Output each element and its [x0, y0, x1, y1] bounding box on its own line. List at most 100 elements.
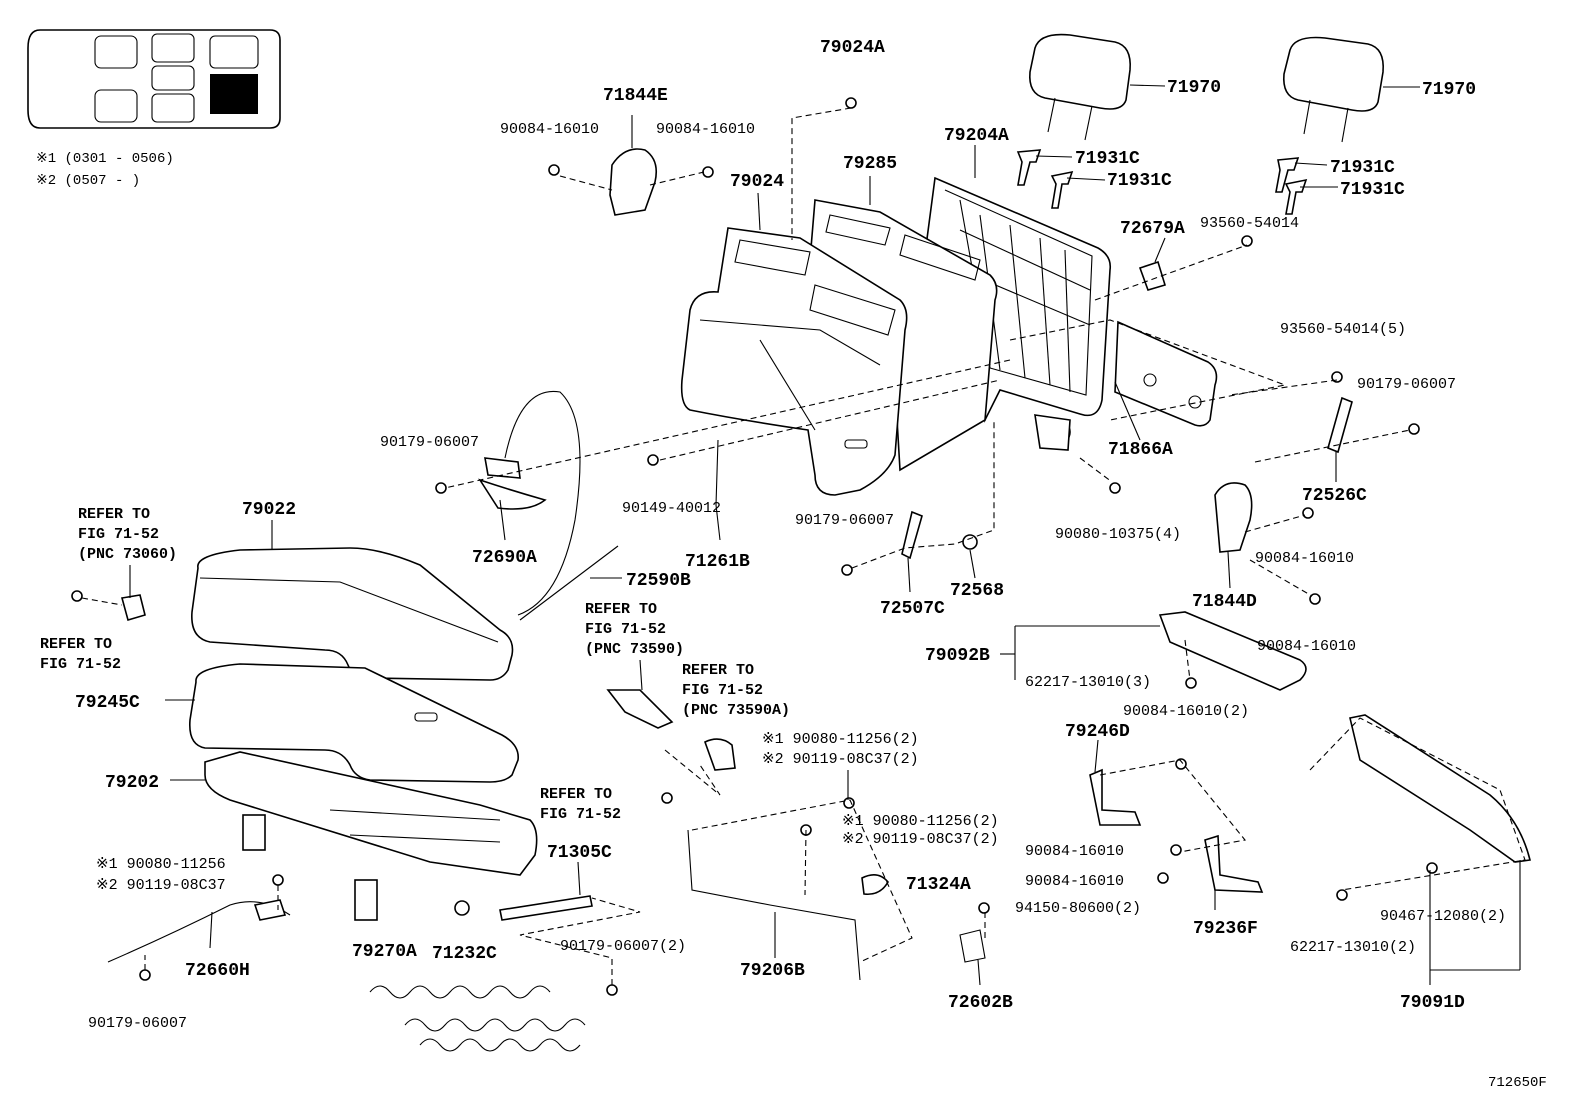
part-label: 94150-80600(2)	[1015, 900, 1141, 917]
part-label: 79024A	[820, 38, 885, 58]
part-label: 90179-06007(2)	[560, 938, 686, 955]
seat-spring	[404, 1018, 586, 1032]
part-label: 79245C	[75, 693, 140, 713]
ref-note: REFER TO	[540, 786, 612, 803]
part-label: 90084-16010	[1025, 843, 1124, 860]
part-label: 90179-06007	[795, 512, 894, 529]
part-label: 79206B	[740, 961, 805, 981]
lock-striker	[1138, 260, 1167, 291]
part-label: 79236F	[1193, 919, 1258, 939]
part-label: 79024	[730, 172, 784, 192]
part-label: 79270A	[352, 942, 417, 962]
part-label: 72602B	[948, 993, 1013, 1013]
part-label: 93560-54014	[1200, 215, 1299, 232]
part-label: 90084-16010	[1025, 873, 1124, 890]
part-label: ※1 90080-11256(2)	[842, 813, 999, 830]
part-label: 71844D	[1192, 592, 1257, 612]
part-label: 71931C	[1075, 149, 1140, 169]
rod	[901, 510, 923, 560]
part-label: 71844E	[603, 86, 668, 106]
headrest-right	[1282, 36, 1385, 143]
selected-seat-highlight	[210, 74, 258, 114]
side-trim-79092B	[1158, 611, 1307, 691]
headrest-guide	[1275, 157, 1300, 193]
hinge-cover-left	[609, 148, 658, 216]
ref-note: FIG 71-52	[585, 621, 666, 638]
vehicle-locator-inset	[27, 29, 281, 129]
ref-note: FIG 71-52	[682, 682, 763, 699]
part-label: 79246D	[1065, 722, 1130, 742]
clip-71324A	[861, 874, 889, 896]
part-label: 90084-16010	[500, 121, 599, 138]
legend-note-1: ※1 (0301 - 0506)	[36, 151, 174, 167]
ref-note: FIG 71-52	[40, 656, 121, 673]
part-label: 90080-10375(4)	[1055, 526, 1181, 543]
ref-note: REFER TO	[40, 636, 112, 653]
headrest-guide	[1284, 178, 1308, 215]
part-label: 71232C	[432, 944, 497, 964]
assembly-lines	[81, 107, 1526, 985]
part-label: 71324A	[906, 875, 971, 895]
headrest-left	[1028, 33, 1132, 141]
part-label: 71261B	[685, 552, 750, 572]
part-label: 72526C	[1302, 486, 1367, 506]
part-label: 90179-06007	[380, 434, 479, 451]
part-label: 71931C	[1107, 171, 1172, 191]
part-label: 79204A	[944, 126, 1009, 146]
part-label: 90084-16010(2)	[1123, 703, 1249, 720]
bracket-72602B	[959, 929, 986, 963]
seat-cushion	[191, 547, 514, 681]
part-label: 90084-16010	[656, 121, 755, 138]
seatbelt-buckle	[606, 689, 674, 729]
part-label: 71305C	[547, 843, 612, 863]
part-label: 71970	[1167, 78, 1221, 98]
ref-note: REFER TO	[585, 601, 657, 618]
part-label: 71866A	[1108, 440, 1173, 460]
seatbelt-anchor	[704, 738, 736, 771]
ref-note: (PNC 73590A)	[682, 702, 790, 719]
part-label: ※2 90119-08C37(2)	[762, 751, 919, 768]
part-label: 93560-54014(5)	[1280, 321, 1406, 338]
part-label: ※2 90119-08C37(2)	[842, 831, 999, 848]
part-label: 79202	[105, 773, 159, 793]
part-label: 90179-06007	[1357, 376, 1456, 393]
seat-spring	[369, 985, 551, 999]
gas-strut	[499, 895, 593, 921]
ref-note: REFER TO	[78, 506, 150, 523]
headrest-guide	[1050, 170, 1074, 209]
side-trim-79091D	[1349, 714, 1531, 863]
part-labels: 79024A 71844E 90084-16010 90084-16010 71…	[75, 38, 1506, 1032]
part-label: 90084-16010	[1255, 550, 1354, 567]
bushing	[454, 900, 470, 916]
leader-lines	[129, 84, 1521, 986]
bracket-79236F	[1204, 834, 1264, 893]
part-label: 79285	[843, 154, 897, 174]
ref-note: (PNC 73060)	[78, 546, 177, 563]
washer	[962, 534, 978, 550]
part-label: 62217-13010(2)	[1290, 939, 1416, 956]
part-label: 79022	[242, 500, 296, 520]
part-label: 72568	[950, 581, 1004, 601]
ref-note: (PNC 73590)	[585, 641, 684, 658]
seat-cushion-pad	[188, 663, 519, 783]
part-label: ※1 90080-11256(2)	[762, 731, 919, 748]
seatback-cover-front	[680, 227, 908, 496]
part-label: 71970	[1422, 80, 1476, 100]
seat-spring	[419, 1038, 581, 1052]
part-label: 71931C	[1340, 180, 1405, 200]
part-label: 72660H	[185, 961, 250, 981]
part-label: 90179-06007	[88, 1015, 187, 1032]
part-label: ※1 90080-11256	[96, 856, 226, 873]
ref-note: FIG 71-52	[78, 526, 159, 543]
release-cable	[504, 390, 581, 616]
part-label: 72590B	[626, 571, 691, 591]
headrest-guide	[1016, 149, 1042, 186]
ref-note: FIG 71-52	[540, 806, 621, 823]
part-label: 79091D	[1400, 993, 1465, 1013]
part-label: ※2 90119-08C37	[96, 877, 226, 894]
part-label: 62217-13010(3)	[1025, 674, 1151, 691]
part-label: 71931C	[1330, 158, 1395, 178]
part-label: 72690A	[472, 548, 537, 568]
rod	[1327, 396, 1353, 454]
